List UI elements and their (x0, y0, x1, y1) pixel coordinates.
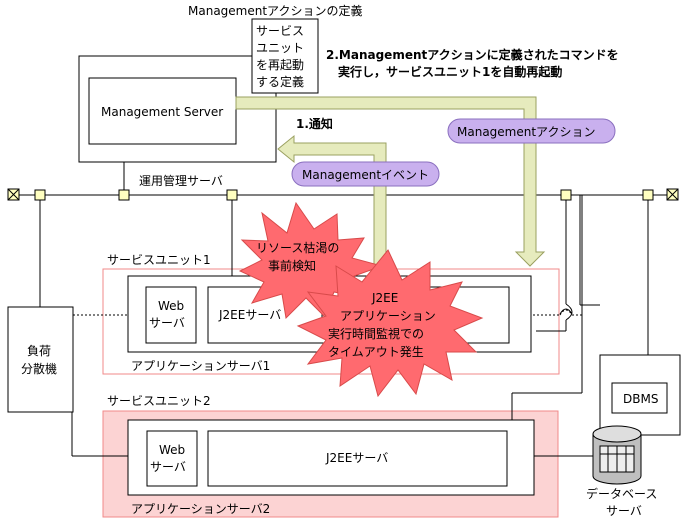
network-node (34, 189, 46, 201)
burst-resource-label-2: 事前検知 (268, 258, 316, 273)
network-node (560, 189, 572, 201)
svg-text:を再起動: を再起動 (256, 58, 304, 72)
management-action-label: Managementアクション (457, 125, 595, 139)
web-server1-label: Web (158, 299, 184, 313)
management-event-pill (291, 161, 440, 187)
db-server-label: データベース (586, 486, 657, 501)
svg-text:サービス: サービス (256, 24, 304, 38)
j2ee-app-label: J2EE (371, 291, 398, 305)
management-server-box (88, 77, 237, 145)
dbms-box (611, 382, 668, 414)
management-action-pill (447, 118, 616, 144)
top-title: Managementアクションの定義 (188, 3, 362, 18)
network-node (226, 189, 238, 201)
web-server2-label: Web (159, 443, 185, 457)
web-server1-box (145, 286, 197, 344)
ops-server-label: 運用管理サーバ (139, 173, 223, 188)
app-server1-label: アプリケーションサーバ1 (131, 359, 270, 373)
j2ee-server1-label: J2EEサーバ (218, 308, 281, 322)
service-unit2-label: サービスユニット2 (107, 394, 211, 408)
dbms-label: DBMS (623, 392, 658, 406)
burst-timeout (296, 249, 484, 398)
load-balancer-box (7, 306, 74, 413)
network-node (642, 189, 654, 201)
j2ee-server2-label: J2EEサーバ (325, 451, 388, 465)
database-icon (592, 425, 642, 485)
step2-line2: 実行し，サービスユニット1を自動再起動 (338, 64, 562, 79)
burst-timeout-label: 実行時間監視での (328, 326, 424, 341)
web-server2-box (146, 430, 198, 487)
web-server1-label-2: サーバ (149, 316, 185, 330)
management-action-arrow (235, 96, 546, 267)
terminator-left (7, 188, 20, 201)
management-event-label: Managementイベント (302, 168, 429, 182)
load-balancer-label-2: 分散機 (21, 361, 57, 376)
web-server2-label-2: サーバ (150, 460, 186, 474)
service-unit1-label: サービスユニット1 (107, 253, 211, 267)
step2-line1: 2.Managementアクションに定義されたコマンドを (326, 47, 619, 62)
network-node (118, 189, 130, 201)
j2ee-server2-box (207, 430, 508, 487)
svg-text:する定義: する定義 (256, 74, 304, 89)
app-server2-label: アプリケーションサーバ2 (131, 502, 270, 516)
burst-resource-label: リソース枯渇の (256, 240, 339, 255)
definition-note (251, 18, 319, 94)
j2ee-app-label-2: アプリケーション (340, 309, 436, 323)
load-balancer-label: 負荷 (27, 344, 51, 358)
step1-label: 1.通知 (296, 116, 333, 131)
db-server-label-2: サーバ (606, 504, 642, 518)
terminator-right (666, 188, 679, 201)
burst-timeout-label-2: タイムアウト発生 (328, 345, 424, 359)
definition-note-text: サービス ユニット を再起動 する定義 (256, 24, 304, 89)
svg-text:ユニット: ユニット (256, 41, 304, 55)
management-server-label: Management Server (101, 105, 223, 119)
